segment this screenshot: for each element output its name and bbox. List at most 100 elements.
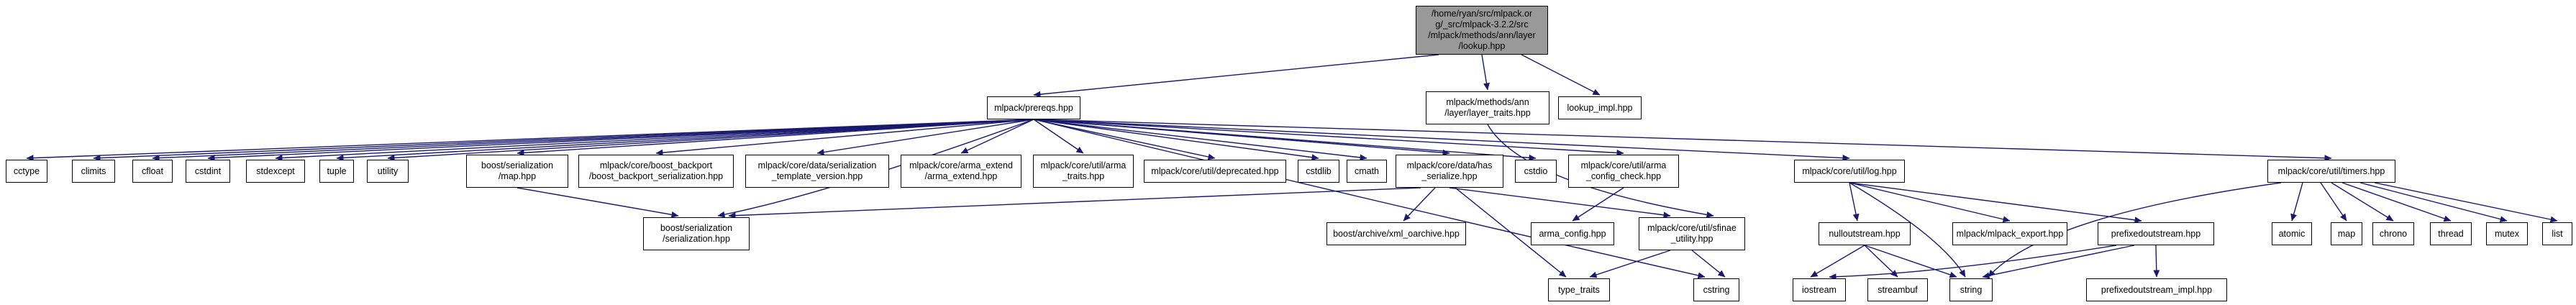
node-label: _serialize.hpp (1421, 171, 1478, 181)
node-label: cstring (1703, 284, 1730, 295)
include-edge-arma_config_check-to-arma_config (1572, 187, 1624, 222)
node-label: stdexcept (256, 165, 295, 176)
include-edge-log-to-mlpack_export (1849, 182, 2011, 223)
include-edge-lookup-to-lookup_impl (1521, 54, 1601, 96)
graph-node-prefixed_impl[interactable]: prefixedoutstream_impl.hpp (2086, 278, 2227, 301)
graph-node-arma_extend[interactable]: mlpack/core/arma_extend/arma_extend.hpp (901, 155, 1021, 188)
node-label: _config_check.hpp (1585, 171, 1662, 181)
graph-node-log[interactable]: mlpack/core/util/log.hpp (1794, 160, 1905, 183)
node-label: g/_src/mlpack-3.2.2/src (1435, 19, 1529, 29)
include-edge-timers-to-atomic (2290, 182, 2303, 222)
node-label: boost/archive/xml_oarchive.hpp (1333, 228, 1460, 239)
graph-node-list: list (2542, 222, 2572, 245)
graph-node-has_serialize[interactable]: mlpack/core/data/has_serialize.hpp (1396, 155, 1503, 188)
node-label: _template_version.hpp (771, 171, 863, 181)
include-edge-boost_map-to-serialization (516, 187, 679, 218)
graph-node-type_traits: type_traits (1548, 278, 1610, 301)
graph-node-arma_config[interactable]: arma_config.hpp (1531, 222, 1614, 245)
include-edge-prereqs-to-cstdio (1033, 119, 1537, 161)
node-label: mlpack/core/util/log.hpp (1802, 165, 1897, 176)
graph-node-nulloutstream[interactable]: nulloutstream.hpp (1819, 222, 1911, 245)
node-label: cctype (13, 165, 40, 176)
include-edge-timers-to-mutex (2359, 182, 2508, 222)
node-label: mlpack/core/arma_extend (909, 160, 1013, 170)
include-edge-has_serialize-to-xml_oarchive (1403, 187, 1436, 222)
node-label: /lookup.hpp (1458, 41, 1506, 51)
graph-node-mutex: mutex (2486, 222, 2528, 245)
graph-node-sfinae[interactable]: mlpack/core/util/sfinae_utility.hpp (1639, 217, 1745, 250)
graph-node-atomic: atomic (2272, 222, 2312, 245)
include-edge-prereqs-to-arma_traits (1033, 119, 1084, 154)
graph-node-ser_template[interactable]: mlpack/core/data/serialization_template_… (745, 155, 889, 188)
include-edge-timers-to-map (2320, 182, 2347, 222)
graph-node-cstdlib: cstdlib (1298, 160, 1339, 183)
graph-node-string: string (1949, 278, 1993, 301)
graph-node-timers[interactable]: mlpack/core/util/timers.hpp (2267, 160, 2395, 183)
node-label: /mlpack/methods/ann/layer (1428, 30, 1536, 40)
graph-node-tuple: tuple (319, 160, 354, 183)
node-label: nulloutstream.hpp (1829, 228, 1901, 239)
node-label: mlpack/core/data/serialization (757, 160, 877, 170)
include-edge-nulloutstream-to-iostream (1810, 245, 1865, 278)
include-edge-has_serialize-to-type_traits (1455, 187, 1567, 278)
include-edge-timers-to-string (1988, 182, 2282, 278)
include-edge-prereqs-to-cmath (1033, 119, 1367, 161)
node-label: mlpack/core/util/sfinae (1647, 223, 1737, 233)
include-edge-prereqs-to-cstring (1033, 119, 1706, 279)
graph-node-backport[interactable]: mlpack/core/boost_backport/boost_backpor… (578, 155, 734, 188)
node-label: mlpack/mlpack_export.hpp (1956, 228, 2064, 239)
graph-node-deprecated[interactable]: mlpack/core/util/deprecated.hpp (1144, 160, 1286, 183)
node-label: map (2337, 228, 2356, 239)
include-edge-prefixedoutstream-to-iostream (1829, 245, 2117, 281)
node-label: climits (81, 165, 106, 176)
include-edge-prereqs-to-boost_map (516, 119, 1034, 156)
graph-node-mlpack_export[interactable]: mlpack/mlpack_export.hpp (1952, 222, 2067, 245)
include-edge-timers-to-thread (2341, 182, 2452, 222)
graph-node-streambuf: streambuf (1867, 278, 1928, 301)
include-edge-prereqs-to-tuple (336, 119, 1034, 161)
node-label: boost/serialization (660, 223, 733, 233)
node-label: prefixedoutstream.hpp (2111, 228, 2201, 239)
graph-node-layer_traits[interactable]: mlpack/methods/ann/layer/layer_traits.hp… (1426, 91, 1549, 124)
include-edge-sfinae-to-cstring (1691, 250, 1726, 278)
node-label: cstdlib (1306, 165, 1332, 176)
node-label: mlpack/core/util/timers.hpp (2277, 165, 2385, 176)
graph-node-map: map (2331, 222, 2362, 245)
include-edge-prereqs-to-arma_extend (960, 119, 1034, 154)
node-label: mlpack/core/util/deprecated.hpp (1151, 165, 1279, 176)
graph-node-boost_map: boost/serialization/map.hpp (466, 155, 568, 188)
node-label: atomic (2278, 228, 2306, 239)
node-label: cstdint (194, 165, 222, 176)
graph-node-cctype: cctype (6, 160, 47, 183)
include-edge-lookup-to-layer_traits (1481, 54, 1490, 91)
node-label: /layer/layer_traits.hpp (1444, 108, 1531, 118)
graph-node-arma_traits[interactable]: mlpack/core/util/arma_traits.hpp (1033, 155, 1134, 188)
include-edge-timers-to-chrono (2331, 182, 2394, 222)
node-label: lookup_impl.hpp (1567, 102, 1633, 113)
node-label: /map.hpp (498, 171, 537, 181)
node-label: _utility.hpp (1670, 234, 1713, 244)
graph-node-cstdint: cstdint (186, 160, 230, 183)
graph-node-prereqs[interactable]: mlpack/prereqs.hpp (987, 96, 1080, 119)
node-label: prefixedoutstream_impl.hpp (2101, 284, 2213, 295)
node-label: chrono (2379, 228, 2408, 239)
include-edge-has_serialize-to-serialization (728, 187, 1421, 219)
include-edge-has_serialize-to-sfinae (1449, 187, 1671, 219)
include-edge-prefixedoutstream-to-string (1982, 245, 2135, 279)
include-edge-layer_traits-to-sfinae (1487, 124, 1714, 218)
node-label: /arma_extend.hpp (924, 171, 998, 181)
node-label: mlpack/methods/ann (1446, 97, 1529, 107)
graph-node-lookup_impl[interactable]: lookup_impl.hpp (1558, 96, 1642, 119)
include-edge-prereqs-to-ser_template (816, 119, 1034, 155)
graph-node-arma_config_check[interactable]: mlpack/core/util/arma_config_check.hpp (1568, 155, 1679, 188)
graph-node-cstdio: cstdio (1515, 160, 1557, 183)
graph-node-prefixedoutstream[interactable]: prefixedoutstream.hpp (2098, 222, 2214, 245)
include-edge-nulloutstream-to-string (1864, 245, 1957, 278)
node-label: streambuf (1878, 284, 1918, 295)
node-label: cmath (1354, 165, 1380, 176)
node-label: type_traits (1558, 284, 1600, 295)
graph-node-cfloat: cfloat (132, 160, 173, 183)
graph-node-thread: thread (2430, 222, 2472, 245)
include-edge-prereqs-to-arma_config_check (1033, 119, 1624, 156)
